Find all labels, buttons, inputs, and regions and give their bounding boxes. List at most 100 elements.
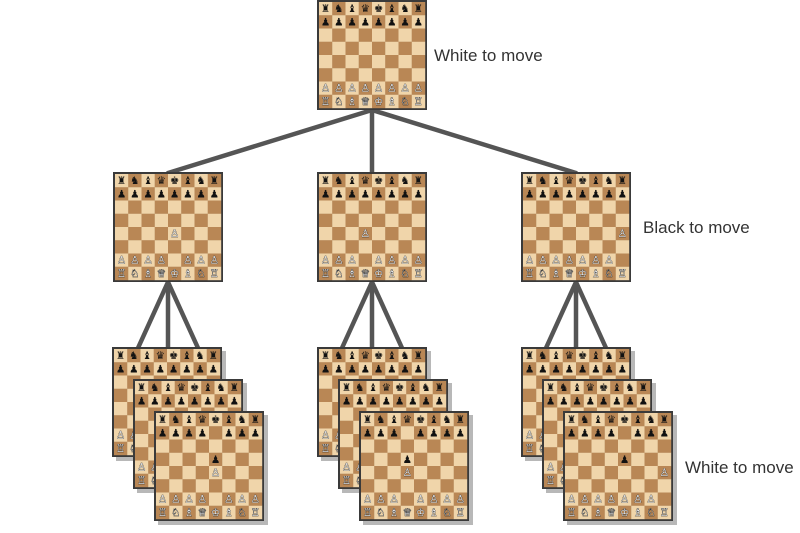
board-square: [209, 413, 223, 427]
board-square: [115, 213, 129, 228]
tree-edge: [369, 107, 579, 176]
chess-piece-icon: ♖: [210, 268, 219, 280]
board-square: [576, 253, 590, 267]
board-square: [523, 266, 537, 281]
chess-piece-icon: ♙: [321, 430, 330, 442]
board-square: [207, 253, 222, 267]
chess-piece-icon: ♛: [361, 350, 370, 362]
board-square: [398, 187, 412, 201]
board-square: [361, 439, 375, 453]
board-square: [366, 381, 380, 395]
board-square: [615, 240, 630, 254]
chess-piece-icon: ♞: [604, 175, 613, 187]
board-square: [193, 362, 207, 376]
chess-piece-icon: ♟: [546, 395, 555, 407]
chess-piece-icon: ♗: [347, 268, 356, 280]
chess-piece-icon: ♘: [171, 507, 180, 519]
chess-piece-icon: ♟: [198, 427, 207, 439]
chess-piece-icon: ♙: [183, 255, 192, 267]
chess-piece-icon: ♖: [456, 507, 465, 519]
chess-piece-icon: ♜: [546, 382, 555, 394]
board-square: [589, 266, 603, 281]
chess-piece-icon: ♜: [435, 382, 444, 394]
board-square: [332, 266, 346, 281]
chess-piece-icon: ♕: [361, 96, 370, 108]
board-square: [248, 479, 263, 493]
chess-piece-icon: ♟: [559, 395, 568, 407]
chess-piece-icon: ♟: [251, 427, 260, 439]
board-square: [385, 213, 399, 228]
board-square: [398, 81, 412, 95]
board-square: [657, 466, 672, 480]
board-square: [332, 15, 346, 29]
board-square: [523, 428, 537, 442]
board-square: [207, 187, 222, 201]
chess-piece-icon: ♟: [618, 188, 627, 200]
board-square: [168, 200, 182, 214]
board-square: [385, 81, 399, 95]
board-square: [169, 505, 183, 520]
chess-piece-icon: ♟: [416, 427, 425, 439]
board-square: [385, 240, 399, 254]
board-square: [432, 381, 447, 395]
chess-piece-icon: ♟: [210, 188, 219, 200]
board-square: [188, 381, 202, 395]
board-square: [361, 426, 375, 440]
board-square: [319, 388, 333, 403]
chess-piece-icon: ♟: [387, 188, 396, 200]
board-square: [181, 240, 195, 254]
chess-piece-icon: ♛: [156, 350, 165, 362]
board-square: [319, 213, 333, 228]
board-square: [411, 81, 426, 95]
board-square: [340, 381, 354, 395]
chess-piece-icon: ♟: [525, 188, 534, 200]
board-square: [154, 213, 169, 228]
chess-piece-icon: ♟: [525, 363, 534, 375]
board-square: [544, 394, 558, 408]
chess-piece-icon: ♕: [361, 268, 370, 280]
board-square: [340, 434, 354, 448]
board-square: [195, 426, 210, 440]
chess-piece-icon: ♟: [660, 427, 669, 439]
chess-piece-icon: ♘: [400, 96, 409, 108]
tree-boards: ♜♞♝♛♚♝♞♜♟♟♟♟♟♟♟♟♙♙♙♙♙♙♙♙♖♘♗♕♔♗♘♖♜♞♝♛♚♝♞♜…: [112, 0, 677, 525]
board-square: [361, 413, 375, 427]
chess-piece-icon: ♘: [376, 507, 385, 519]
board-square: [169, 439, 183, 453]
board-square: [398, 266, 412, 281]
board-square: [583, 381, 598, 395]
chess-piece-icon: ♞: [604, 350, 613, 362]
board-square: [576, 227, 590, 241]
board-square: [182, 452, 196, 467]
board-square: [379, 381, 394, 395]
chess-piece-icon: ♖: [363, 507, 372, 519]
board-square: [523, 441, 537, 456]
board-square: [340, 447, 354, 461]
chess-piece-icon: ♟: [368, 395, 377, 407]
board-square: [644, 452, 658, 467]
chess-piece-icon: ♔: [416, 507, 425, 519]
chess-piece-icon: ♖: [525, 268, 534, 280]
chess-piece-icon: ♚: [169, 350, 178, 362]
chess-piece-icon: ♕: [607, 507, 616, 519]
board-square: [332, 213, 346, 228]
chess-piece-icon: ♟: [129, 363, 138, 375]
board-square: [453, 505, 468, 520]
board-square: [544, 420, 558, 435]
board-square: [578, 505, 592, 520]
board-square: [398, 55, 412, 69]
board-square: [602, 240, 616, 254]
board-square: [248, 466, 263, 480]
board-square: [372, 240, 386, 254]
chess-piece-icon: ♟: [382, 395, 391, 407]
board-square: [180, 349, 194, 363]
chess-piece-icon: ♙: [604, 255, 613, 267]
chess-piece-icon: ♚: [620, 414, 629, 426]
board-square: [319, 362, 333, 376]
board-square: [591, 479, 605, 493]
chess-piece-icon: ♟: [400, 363, 409, 375]
board-square: [201, 394, 215, 408]
board-square: [602, 174, 616, 188]
board-square: [406, 394, 420, 408]
chess-piece-icon: ♟: [334, 188, 343, 200]
